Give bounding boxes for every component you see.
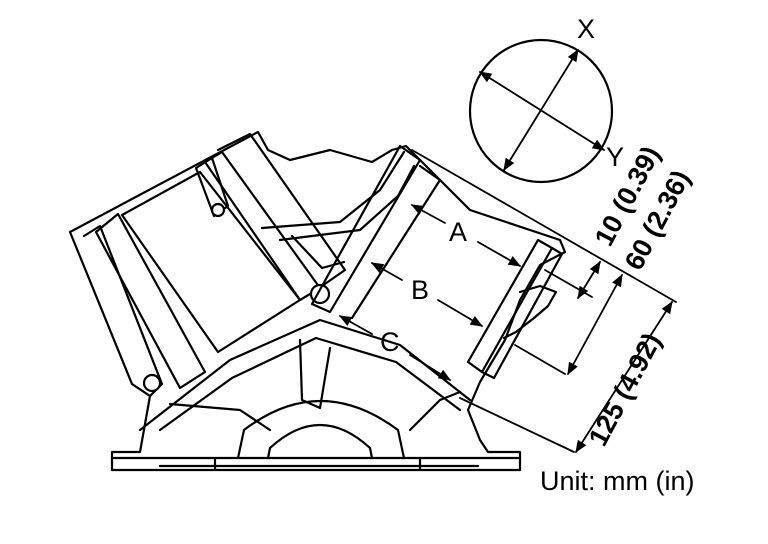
bore-section	[468, 38, 614, 184]
axis-y-label: Y	[606, 142, 624, 172]
leader-c	[338, 315, 452, 381]
dimension-lines	[567, 260, 673, 454]
leader-b	[370, 262, 484, 327]
point-c-label: C	[380, 327, 400, 357]
leader-a	[410, 204, 522, 267]
point-a-label: A	[449, 217, 467, 247]
unit-label: Unit: mm (in)	[540, 466, 695, 496]
axis-x-label: X	[577, 14, 595, 44]
cylinder-block	[68, 130, 567, 472]
dimension-125-label: 125 (4.92)	[583, 328, 667, 451]
point-b-label: B	[411, 275, 429, 305]
